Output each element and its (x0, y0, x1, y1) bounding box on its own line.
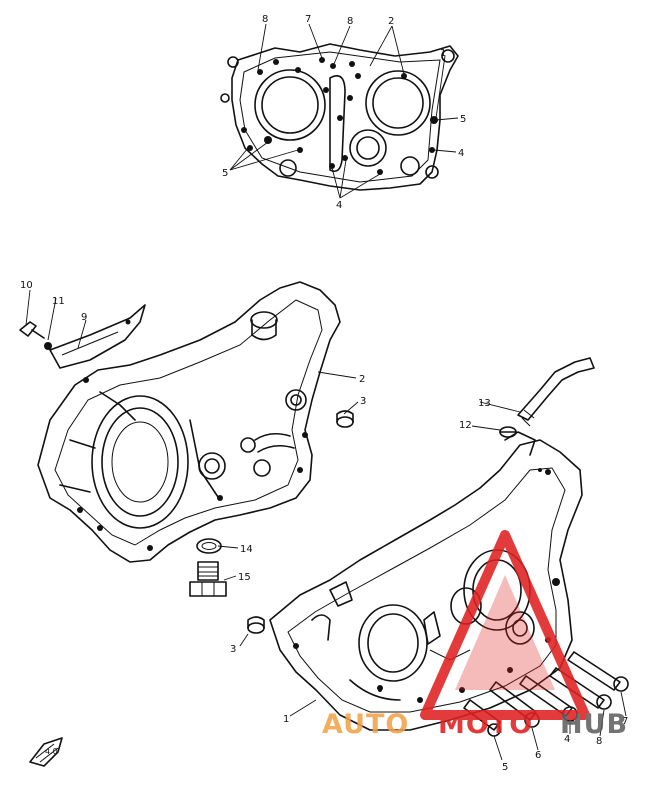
breather-hose-13 (517, 357, 595, 427)
callout-1: 1 (283, 714, 289, 725)
callout-10: 10 (20, 280, 33, 291)
callout-4-top-bottom: 4 (336, 200, 342, 211)
callout-5: 5 (502, 762, 508, 773)
callout-3-lower: 3 (230, 644, 236, 655)
o-ring-14 (196, 538, 222, 554)
callout-8: 8 (596, 736, 602, 747)
watermark-triangle (420, 530, 590, 720)
callout-12: 12 (459, 420, 472, 431)
crankcase-left-half (37, 281, 341, 563)
callout-8b-top: 8 (347, 16, 353, 27)
figure-code-mark: 4.0 (29, 737, 63, 767)
automotohub-watermark: AUTO MOTO HUB (322, 530, 628, 740)
callout-11: 11 (52, 296, 65, 307)
watermark-triangle-inner (455, 575, 555, 690)
drain-plug-15 (189, 561, 227, 597)
callout-2-top: 2 (388, 16, 394, 27)
callout-5-top-left: 5 (222, 168, 228, 179)
top-callout-leaders (229, 23, 459, 199)
callout-13: 13 (478, 398, 491, 409)
crankcase-gasket-top-view (220, 43, 459, 191)
callout-leaders (25, 289, 627, 761)
callout-1-top: 1 (440, 48, 446, 59)
watermark-word-hub: HUB (560, 709, 628, 740)
callout-7-top: 7 (305, 14, 311, 25)
hose-clip-12 (499, 426, 517, 438)
bolt-10 (19, 321, 45, 339)
callout-6: 6 (535, 750, 541, 761)
figure-code-text: 4.0 (45, 747, 58, 756)
callout-15: 15 (238, 572, 251, 583)
callout-4: 4 (564, 734, 570, 745)
callout-8-top: 8 (262, 14, 268, 25)
breather-bracket (49, 304, 146, 369)
callout-5-top-right: 5 (460, 114, 466, 125)
callout-7: 7 (622, 716, 628, 727)
callout-2: 2 (359, 374, 365, 385)
callout-3-upper: 3 (360, 396, 366, 407)
callout-labels: 8 7 8 2 1 5 4 5 4 10 11 9 2 3 13 12 14 1… (20, 14, 628, 773)
callout-4-top-right: 4 (458, 148, 464, 159)
dowel-pin-lower (247, 616, 265, 634)
callout-14: 14 (240, 544, 253, 555)
watermark-word-moto: MOTO (438, 709, 533, 740)
callout-9: 9 (81, 312, 87, 323)
watermark-word-auto: AUTO (322, 709, 409, 740)
washer-11 (44, 342, 52, 350)
dowel-pin-upper (336, 410, 354, 428)
